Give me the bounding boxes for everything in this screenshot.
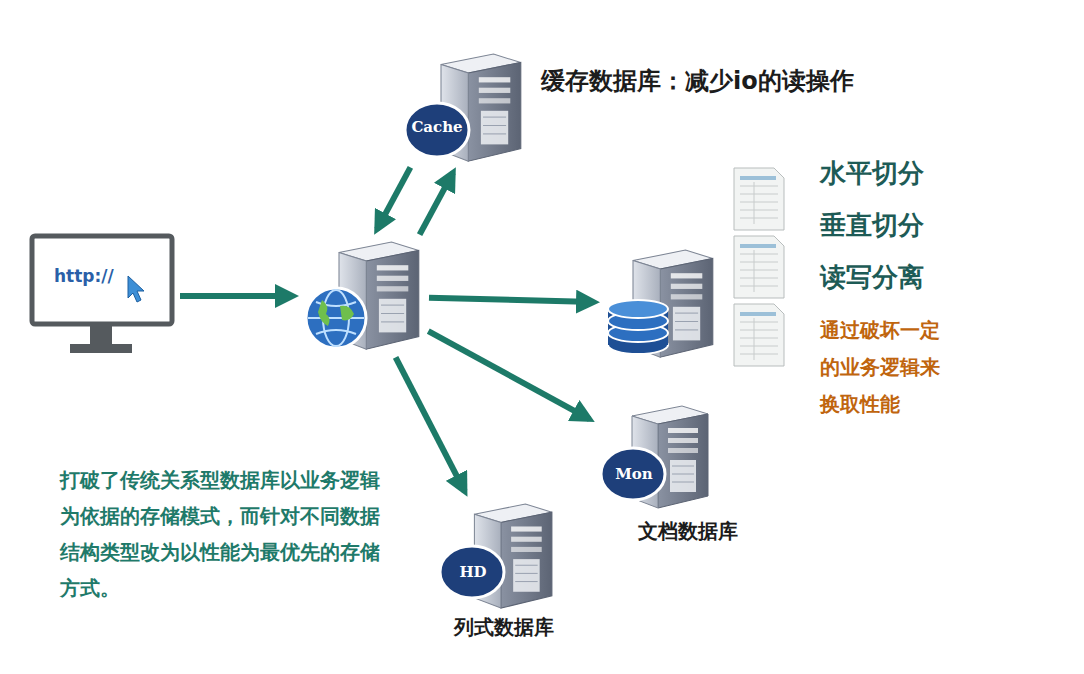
server-node [606,248,724,360]
table-documents [734,168,784,366]
badge-text: Cache [404,118,470,136]
server-node: http:// [32,236,174,356]
arrow-connector [428,331,589,419]
mon-server-icon [601,406,708,508]
node-text: 文档数据库 [638,518,738,545]
feature-label: 通过破坏一定的业务逻辑来换取性能 [820,312,952,423]
server-node: HD列式数据库 [438,502,558,610]
feature-label: 垂直切分 [820,208,924,243]
badge-text: HD [440,563,506,581]
badge-text: Mon [601,465,667,483]
monitor-icon [32,236,172,353]
arrow-connector [420,173,453,235]
server-node: Mon文档数据库 [600,404,714,508]
server-node: Cache缓存数据库：减少io的读操作 [403,52,528,162]
arrow-connector [396,357,465,491]
hd-server-icon [440,504,552,608]
feature-label: 读写分离 [820,260,924,295]
server-node [305,240,423,352]
cache-server-icon [405,54,521,161]
arrow-connector [180,293,293,299]
arrow-connector [429,298,594,302]
node-text: http:// [54,266,114,286]
web-server-icon [306,242,419,349]
node-text: 缓存数据库：减少io的读操作 [541,65,854,97]
db-server-icon [608,250,713,357]
feature-label: 水平切分 [820,156,924,191]
arrow-connector [377,167,410,229]
note-text: 打破了传统关系型数据库以业务逻辑为依据的存储模式，而针对不同数据结构类型改为以性… [60,462,390,606]
node-text: 列式数据库 [454,614,554,641]
